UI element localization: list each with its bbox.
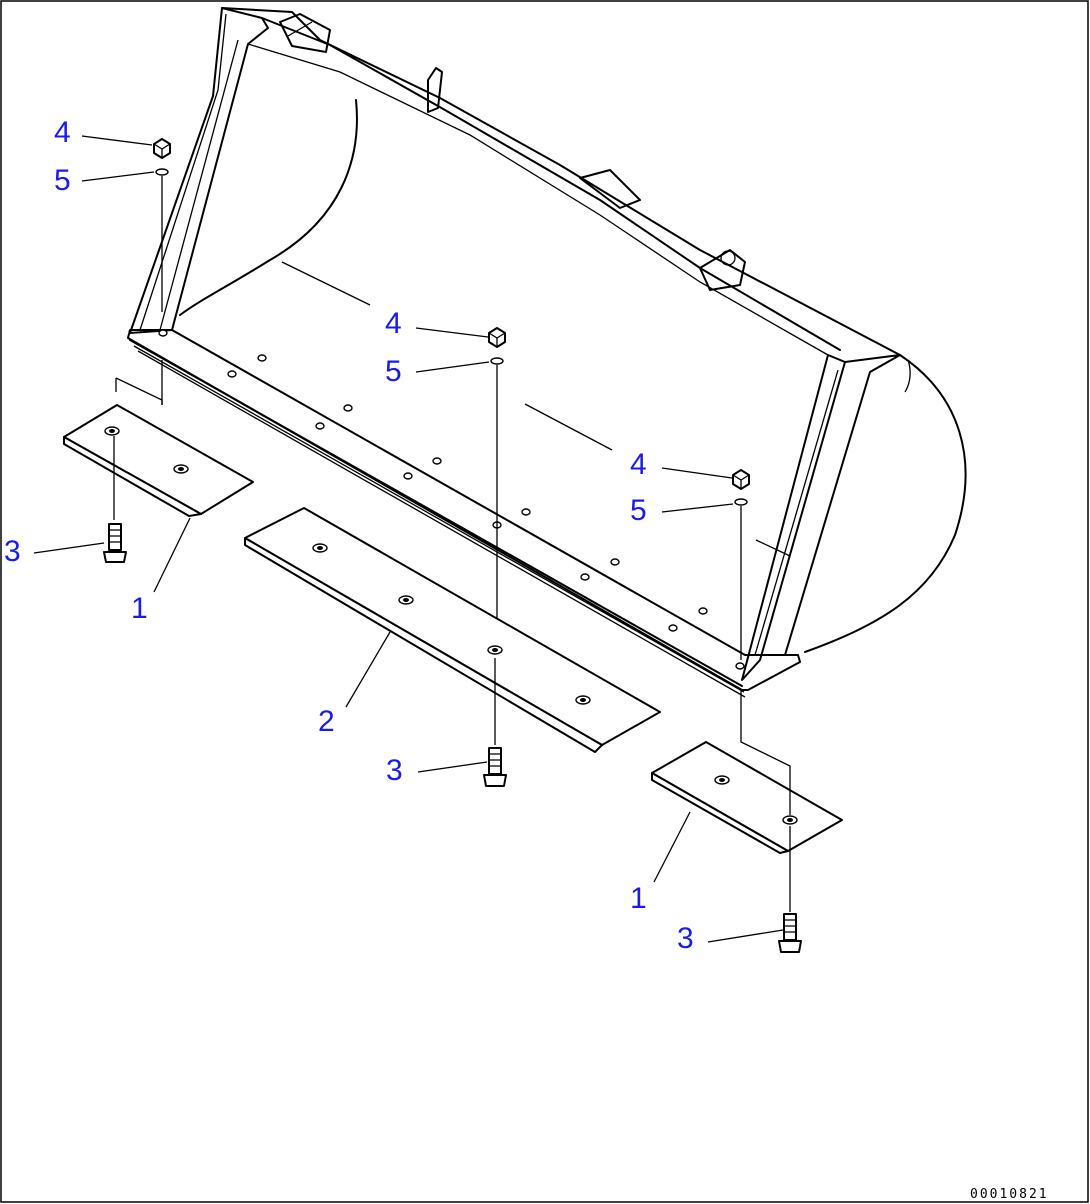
callout-left-nut: 4 [54,116,71,149]
base-edge [127,329,801,691]
callout-left-washer: 5 [54,164,71,197]
callout-numbers: 4 5 4 5 4 5 3 1 2 3 1 3 [4,116,694,955]
bucket-right-side [741,354,846,681]
bucket [127,7,967,698]
callout-center-plate: 2 [318,705,335,738]
bucket-top-rim [221,7,901,356]
washer-left [155,168,169,176]
callout-center-bolt: 3 [386,754,403,787]
callout-right-plate: 1 [630,882,647,915]
callout-left-plate: 1 [131,592,148,625]
leader-lines [33,135,784,943]
nut-left [153,138,171,159]
assembly-line-right-offset [740,690,791,815]
bolt-right [778,913,802,953]
base-edge-holes [158,329,745,670]
plate-center [244,507,661,753]
bucket-left-side [129,7,269,334]
lift-bracket [427,67,443,113]
plate-right [651,741,843,854]
callout-right-bolt: 3 [677,922,694,955]
bucket-back-curve-right [804,354,967,653]
callout-left-bolt: 3 [4,535,21,568]
hitch-bracket [279,13,331,53]
bolt-center [483,747,507,787]
nut-right [732,469,750,490]
plate-left [63,404,254,517]
drawing-number: 00010821 [970,1187,1049,1202]
callout-right-nut: 4 [630,448,647,481]
callout-right-washer: 5 [630,494,647,527]
callout-center-washer: 5 [385,355,402,388]
bucket-back-curve-left [179,99,358,316]
callout-center-nut: 4 [385,307,402,340]
assembly-line-left-offset [115,377,163,405]
washer-right [734,498,748,506]
nut-center [488,327,506,348]
washer-center [490,357,504,365]
bolt-left [103,523,127,563]
